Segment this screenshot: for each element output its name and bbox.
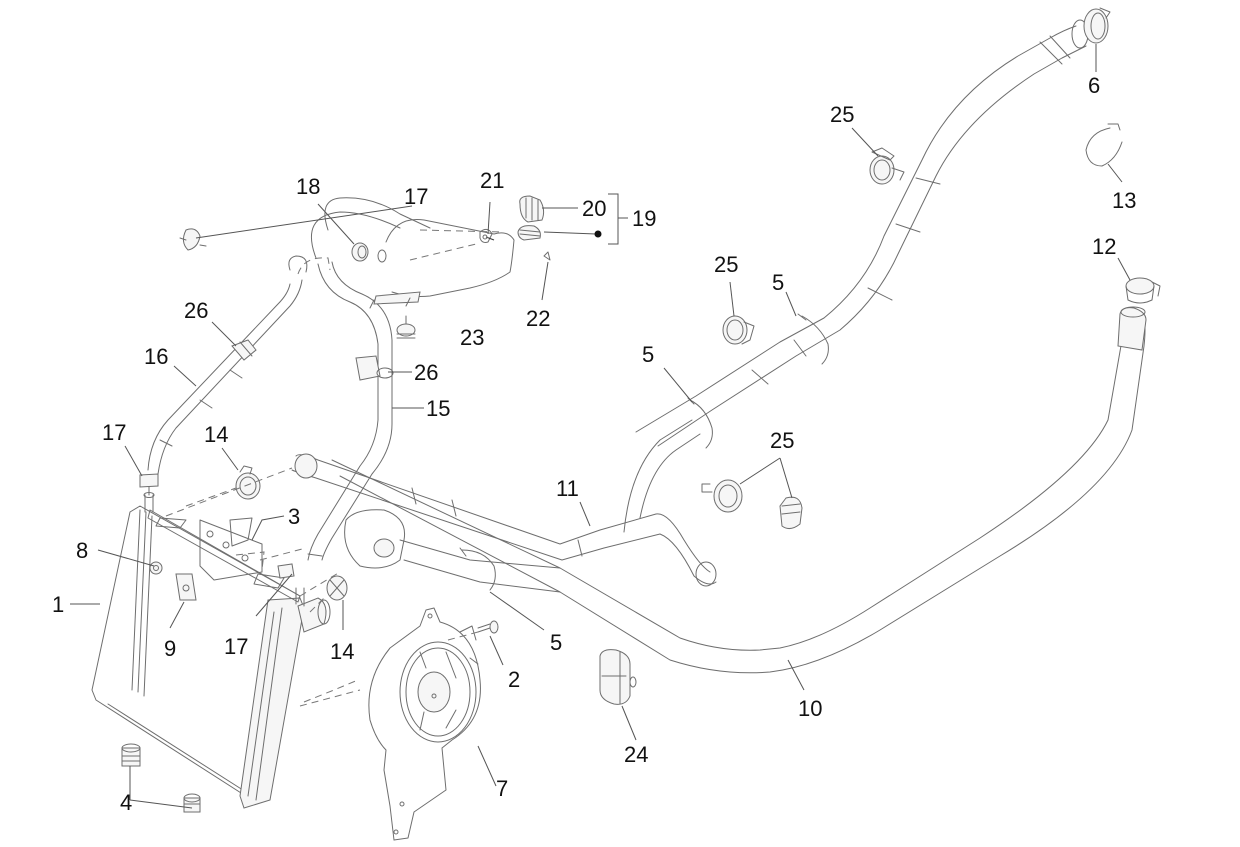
clip-9[interactable] (175, 573, 197, 601)
hose-clip-26-right[interactable] (355, 355, 394, 381)
callout-4[interactable]: 4 (120, 790, 132, 815)
callouts: 1 2 3 4 5 5 5 6 7 8 9 10 11 12 13 14 14 … (52, 73, 1136, 815)
leader-lines (70, 44, 1131, 809)
clamp-18[interactable] (351, 242, 369, 262)
hose-16[interactable] (147, 255, 308, 475)
clamp-17-top[interactable] (179, 228, 207, 251)
callout-7[interactable]: 7 (496, 776, 508, 801)
callout-19[interactable]: 19 (632, 206, 656, 231)
electric-fan[interactable] (299, 607, 481, 841)
hose-clamp-25-mid[interactable] (722, 315, 755, 345)
callout-26-b[interactable]: 26 (414, 360, 438, 385)
clamp-17-lower-left[interactable] (139, 473, 159, 496)
filler-neck-19[interactable] (517, 225, 541, 241)
hose-clamp-13[interactable] (1085, 123, 1123, 167)
callout-5-b[interactable]: 5 (772, 270, 784, 295)
callout-10[interactable]: 10 (798, 696, 822, 721)
callout-11[interactable]: 11 (556, 476, 579, 501)
hose-clamp-5-b[interactable] (797, 313, 829, 365)
clamp-17-right[interactable] (277, 563, 295, 579)
hose-clip-26-left[interactable] (231, 339, 257, 361)
callout-6[interactable]: 6 (1088, 73, 1100, 98)
callout-8[interactable]: 8 (76, 538, 88, 563)
hose-10[interactable] (331, 306, 1147, 674)
screw-2[interactable] (447, 620, 499, 641)
hose-upper[interactable] (635, 19, 1089, 447)
callout-9[interactable]: 9 (164, 636, 176, 661)
rubber-grommets[interactable] (121, 743, 201, 813)
hose-11[interactable] (291, 419, 717, 587)
callout-16[interactable]: 16 (144, 344, 168, 369)
callout-18[interactable]: 18 (296, 174, 320, 199)
hose-clamp-25-lower-b[interactable] (779, 496, 803, 530)
callout-3[interactable]: 3 (288, 504, 300, 529)
callout-25-b[interactable]: 25 (714, 252, 738, 277)
callout-13[interactable]: 13 (1112, 188, 1136, 213)
callout-24[interactable]: 24 (624, 742, 648, 767)
screw-21[interactable] (482, 234, 495, 241)
callout-1[interactable]: 1 (52, 592, 64, 617)
callout-14-b[interactable]: 14 (330, 639, 354, 664)
callout-20[interactable]: 20 (582, 196, 606, 221)
grommet-8[interactable] (149, 561, 163, 575)
hose-clamp-14-lower[interactable] (309, 575, 348, 613)
radiator[interactable] (91, 492, 331, 809)
bracket[interactable] (199, 517, 265, 581)
hose-15[interactable] (297, 197, 431, 561)
callout-17-c[interactable]: 17 (404, 184, 428, 209)
expansion-tank[interactable] (369, 218, 515, 339)
callout-17-b[interactable]: 17 (224, 634, 248, 659)
assembly-guides (165, 243, 477, 597)
hose-outlet-elbow[interactable] (344, 509, 561, 593)
sensor-holder[interactable] (599, 649, 637, 705)
callout-17-a[interactable]: 17 (102, 420, 126, 445)
nut-22[interactable] (543, 251, 551, 261)
callout-15[interactable]: 15 (426, 396, 450, 421)
hose-clamp-25-top[interactable] (869, 147, 905, 185)
callout-12[interactable]: 12 (1092, 234, 1116, 259)
callout-22[interactable]: 22 (526, 306, 550, 331)
callout-25-c[interactable]: 25 (770, 428, 794, 453)
callout-14-a[interactable]: 14 (204, 422, 228, 447)
callout-23[interactable]: 23 (460, 325, 484, 350)
callout-5-c[interactable]: 5 (550, 630, 562, 655)
callout-5-a[interactable]: 5 (642, 342, 654, 367)
callout-21[interactable]: 21 (480, 168, 504, 193)
cap-20[interactable] (519, 195, 545, 223)
hose-clamp-25-lower-a[interactable] (701, 479, 743, 513)
hose-clamp-6[interactable] (1083, 7, 1111, 44)
callout-25-a[interactable]: 25 (830, 102, 854, 127)
hose-clamp-14-upper[interactable] (235, 465, 261, 500)
hose-clamp-5-c[interactable] (459, 547, 496, 591)
hose-clamp-12[interactable] (1125, 277, 1161, 304)
assembly-dot-icon (594, 230, 602, 238)
callout-26-a[interactable]: 26 (184, 298, 208, 323)
callout-2[interactable]: 2 (508, 667, 520, 692)
